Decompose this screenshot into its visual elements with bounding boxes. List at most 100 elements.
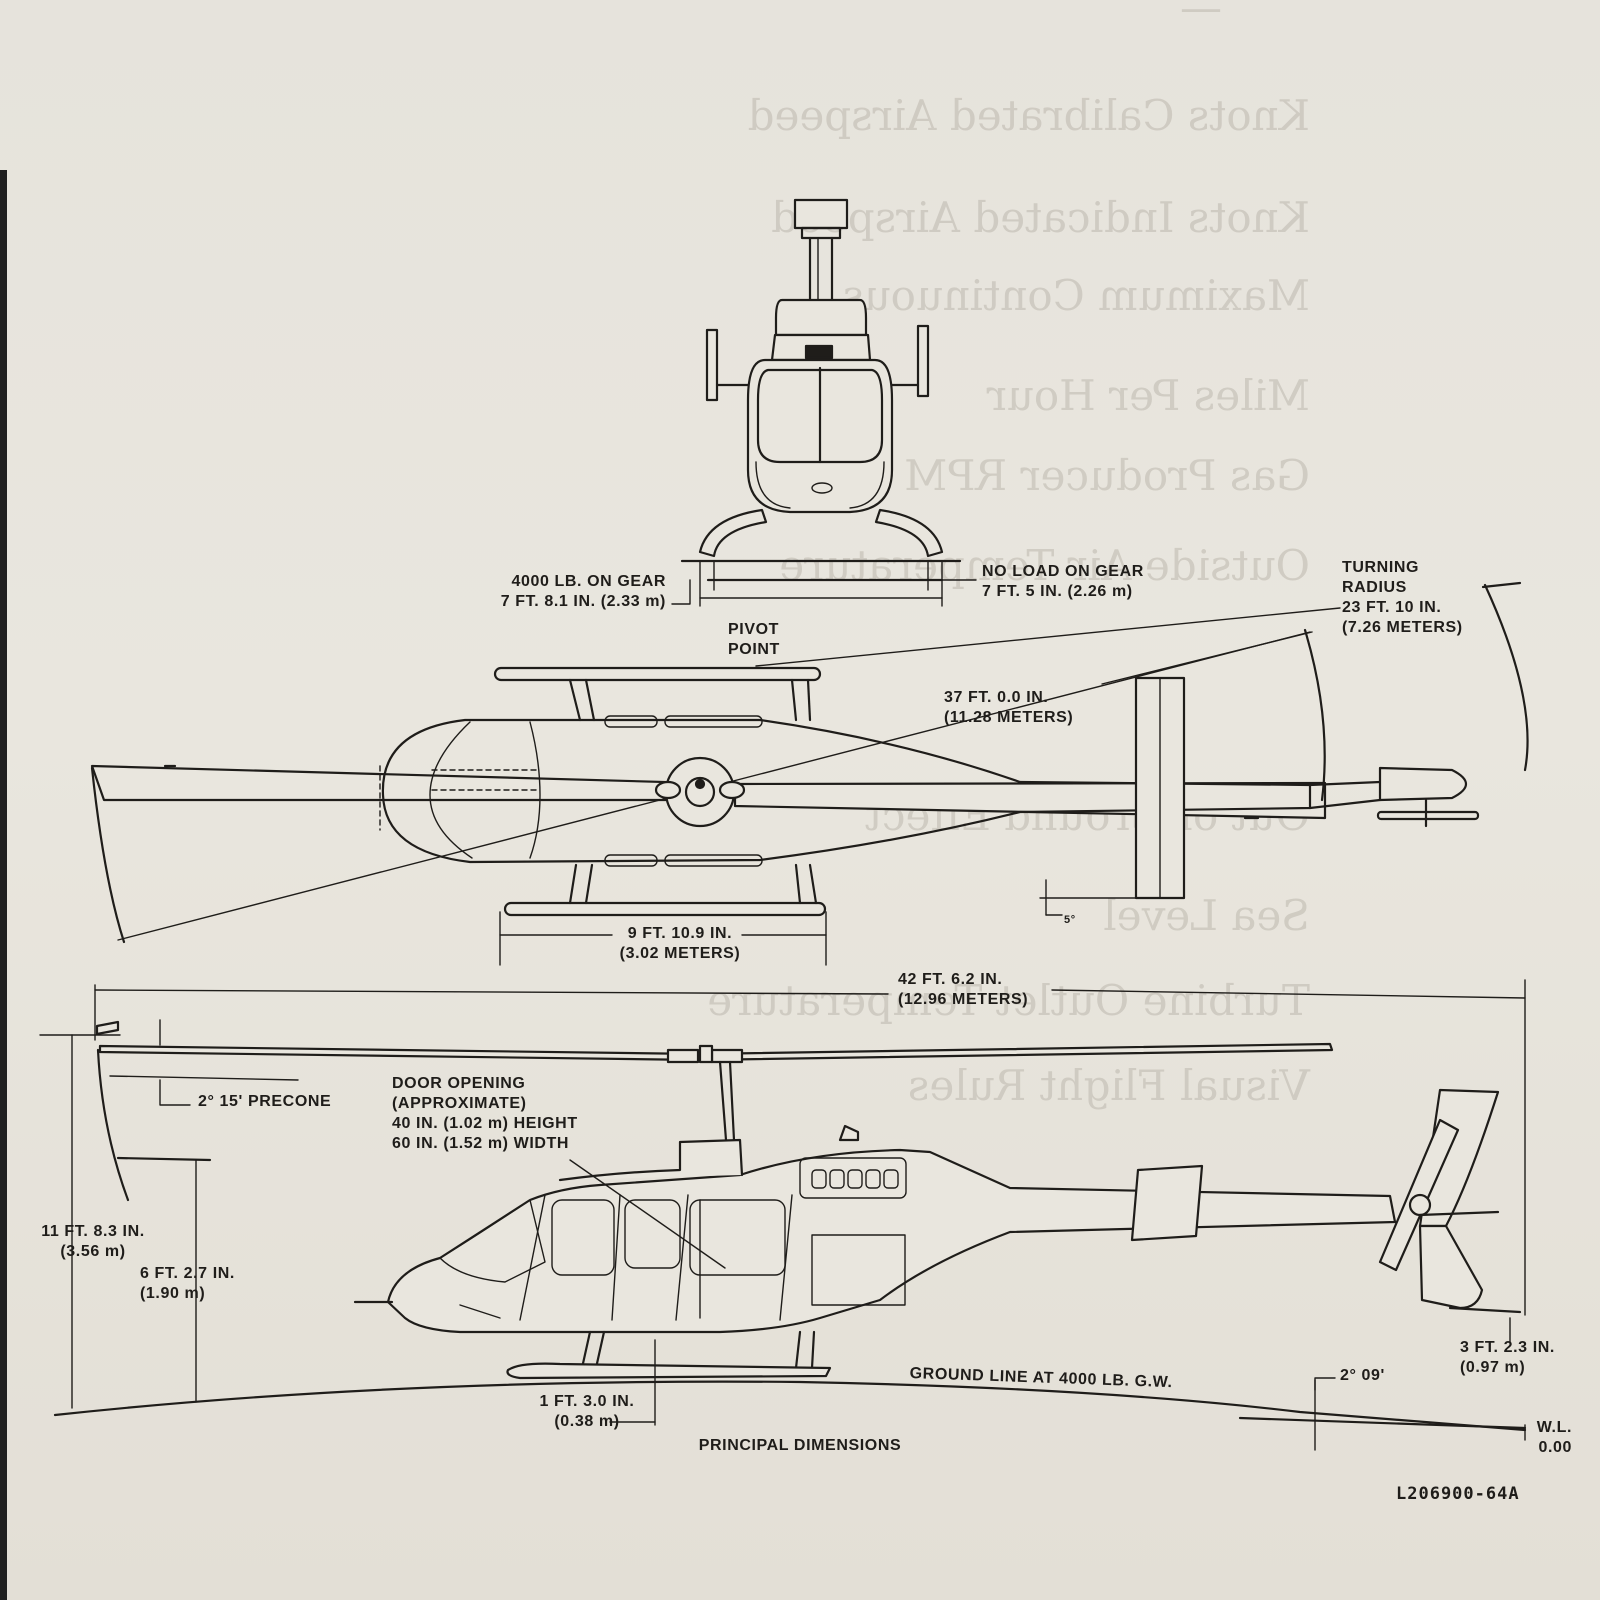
turning-radius-label: TURNING RADIUS 23 FT. 10 IN. (7.26 METER… xyxy=(1342,558,1463,638)
hub-nut xyxy=(694,778,706,790)
ground-line xyxy=(53,1380,1527,1432)
rotor-hub-cap xyxy=(793,198,849,230)
ground-clearance-label: 1 FT. 3.0 IN. (0.38 m) xyxy=(522,1392,652,1432)
ghost-line-10: Visual Flight Rules xyxy=(908,1061,1311,1110)
waterline-ref xyxy=(1238,1416,1527,1430)
porthole-2 xyxy=(829,1169,845,1189)
left-skid-crosstube xyxy=(698,508,768,558)
ghost-line-3: Maximum Continuous xyxy=(842,271,1310,320)
hub-grip-left xyxy=(654,780,682,800)
pivot-point-label: PIVOT POINT xyxy=(728,620,780,660)
crosstube-lower-fwd-2 xyxy=(584,863,594,905)
skid-upper xyxy=(493,666,822,682)
rotor-arc-aft xyxy=(1303,628,1326,802)
door-opening-label: DOOR OPENING (APPROXIMATE) 40 IN. (1.02 … xyxy=(392,1074,578,1154)
tail-clearance-label: 3 FT. 2.3 IN. (0.97 m) xyxy=(1460,1338,1555,1378)
turning-radius-arc xyxy=(1483,583,1529,772)
gear-on-label: 4000 LB. ON GEAR 7 FT. 8.1 IN. (2.33 m) xyxy=(430,572,666,612)
door-l4: 60 IN. (1.52 m) WIDTH xyxy=(392,1135,570,1152)
rotor-droop-arc xyxy=(96,1048,130,1202)
length-dim-left xyxy=(94,989,889,995)
rotor-hub-collar xyxy=(800,226,842,240)
engine-fairing-side xyxy=(558,1138,744,1182)
mast-side-b xyxy=(728,1060,736,1142)
rotor-grip-side-right xyxy=(710,1048,744,1064)
length-dim-right xyxy=(1051,989,1526,999)
side-view-helicopter xyxy=(39,979,1527,1451)
crosstube-lower-aft xyxy=(794,863,802,905)
precone-lower-line xyxy=(109,1075,299,1081)
waterline-l1: W.L. xyxy=(1536,1419,1572,1436)
cabin-height-label: 6 FT. 2.7 IN. (1.90 m) xyxy=(140,1264,235,1304)
gear-on-line1: 4000 LB. ON GEAR xyxy=(511,573,666,590)
tail-fin-plan xyxy=(1378,766,1468,802)
clearance-l2: (0.38 m) xyxy=(554,1413,620,1430)
skid-lower xyxy=(503,901,827,917)
cabin-height-l2: (1.90 m) xyxy=(140,1285,206,1302)
chin-bubbles xyxy=(755,461,885,509)
mast-side-a xyxy=(718,1060,728,1142)
rotor-dia-l1: 37 FT. 0.0 IN. xyxy=(944,689,1049,706)
porthole-5 xyxy=(883,1169,899,1189)
height-l1: 11 FT. 8.3 IN. xyxy=(41,1223,145,1240)
front-view-helicopter xyxy=(671,198,977,607)
engine-cowl xyxy=(774,298,868,337)
length-l1: 42 FT. 6.2 IN. xyxy=(898,971,1003,988)
rear-door-window xyxy=(689,1199,786,1276)
stab-angle-label: 5° xyxy=(1064,914,1076,926)
height-l2: (3.56 m) xyxy=(60,1243,126,1260)
ghost-line-2: Knots Indicated Airspeed xyxy=(771,193,1310,242)
main-rotor-blade-fwd xyxy=(90,764,702,802)
porthole-4 xyxy=(865,1169,881,1189)
waterline-l2: 0.00 xyxy=(1538,1439,1572,1456)
turning-radius-l2: RADIUS xyxy=(1342,579,1407,596)
ghost-line-4: Miles Per Hour xyxy=(986,371,1310,420)
turning-radius-l1: TURNING xyxy=(1342,559,1420,576)
door-l3: 40 IN. (1.02 m) HEIGHT xyxy=(392,1115,578,1132)
crosstube-upper-aft xyxy=(790,678,798,722)
gear-off-line1: NO LOAD ON GEAR xyxy=(982,563,1144,580)
front-door-window xyxy=(551,1199,615,1276)
fuselage-plan xyxy=(381,718,1312,864)
door-l1: DOOR OPENING xyxy=(392,1075,526,1092)
horizontal-stabilizer-side xyxy=(1130,1164,1204,1242)
tail-clearance-l1: 3 FT. 2.3 IN. xyxy=(1460,1339,1555,1356)
windshield-side xyxy=(439,1199,546,1283)
tail-rotor-plan xyxy=(1376,810,1480,821)
windshield xyxy=(756,368,884,464)
tail-boom-aft-bottom xyxy=(1308,798,1382,810)
gear-struts xyxy=(580,1330,816,1370)
overall-height-label: 11 FT. 8.3 IN. (3.56 m) xyxy=(28,1222,158,1262)
pivot-l2: POINT xyxy=(728,641,780,658)
cabin-height-l1: 6 FT. 2.7 IN. xyxy=(140,1265,235,1282)
door-l2: (APPROXIMATE) xyxy=(392,1095,527,1112)
gear-on-line2: 7 FT. 8.1 IN. (2.33 m) xyxy=(500,593,666,610)
overall-length-label: 42 FT. 6.2 IN. (12.96 METERS) xyxy=(898,970,1028,1010)
porthole-3 xyxy=(847,1169,863,1189)
crosstube-upper-fwd-2 xyxy=(584,678,596,722)
right-skid-crosstube xyxy=(874,508,944,558)
length-l2: (12.96 METERS) xyxy=(898,991,1029,1008)
antenna-bump xyxy=(838,1124,860,1142)
ground-angle-label: 2° 09' xyxy=(1340,1367,1385,1384)
landing-skid-side xyxy=(506,1362,832,1380)
skid-width-l2: (3.02 METERS) xyxy=(619,945,741,962)
gear-off-line2: 7 FT. 5 IN. (2.26 m) xyxy=(982,583,1133,600)
hub-grip-right xyxy=(718,780,746,800)
blade-droop-tip xyxy=(116,1156,212,1162)
rotor-hub-side xyxy=(698,1044,714,1064)
vertical-fin-lower xyxy=(1418,1224,1484,1310)
door-leader xyxy=(569,1159,726,1269)
tail-skid xyxy=(1448,1306,1522,1314)
ground-angle-leader xyxy=(1314,1377,1336,1391)
pivot-leader xyxy=(755,607,1341,667)
rotor-tip-arc xyxy=(90,766,126,944)
rotor-diameter-label: 37 FT. 0.0 IN. (11.28 METERS) xyxy=(944,688,1073,728)
turning-radius-l4: (7.26 METERS) xyxy=(1342,619,1463,636)
cabin-bulkhead xyxy=(529,721,541,859)
figure-caption: PRINCIPAL DIMENSIONS xyxy=(698,1437,902,1454)
ghost-line-5: Gas Producer RPM xyxy=(904,451,1310,500)
canopy-line xyxy=(429,721,473,859)
